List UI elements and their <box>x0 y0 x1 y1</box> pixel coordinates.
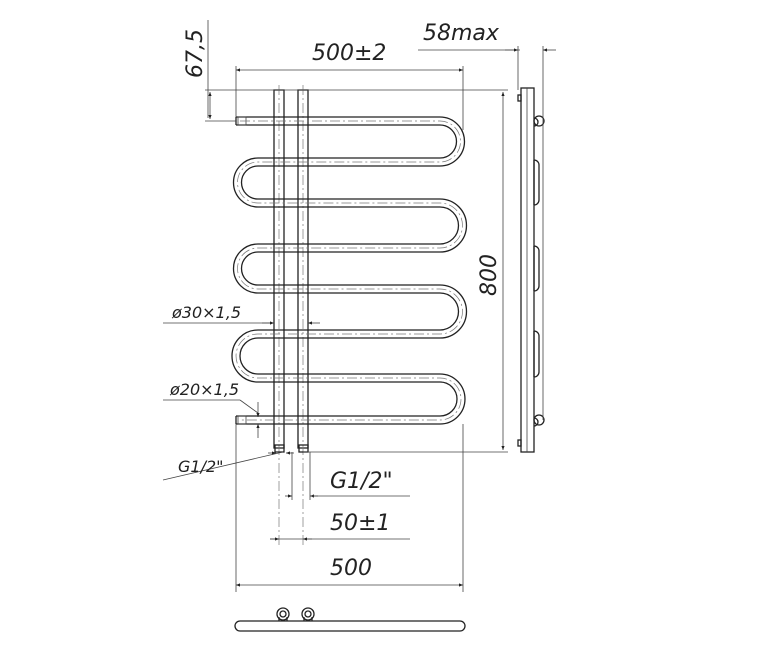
serpentine-tube <box>231 116 468 425</box>
main-pipe-label: ø30×1,5 <box>171 303 241 322</box>
loop-pipe-label: ø20×1,5 <box>169 380 239 399</box>
depth-max-label: 58max <box>423 21 500 46</box>
side-view <box>517 87 545 453</box>
thread-right-label: G1/2" <box>330 469 393 494</box>
width-tolerance-label: 500±2 <box>312 41 386 66</box>
top-offset-label: 67,5 <box>183 29 208 78</box>
bottom-view <box>234 607 466 632</box>
width-total-label: 500 <box>330 556 372 581</box>
connection-spacing-label: 50±1 <box>330 511 390 536</box>
dimension-lines <box>162 20 556 592</box>
height-label: 800 <box>477 254 502 296</box>
thread-left-label: G1/2" <box>178 457 224 476</box>
vertical-risers <box>273 85 309 545</box>
